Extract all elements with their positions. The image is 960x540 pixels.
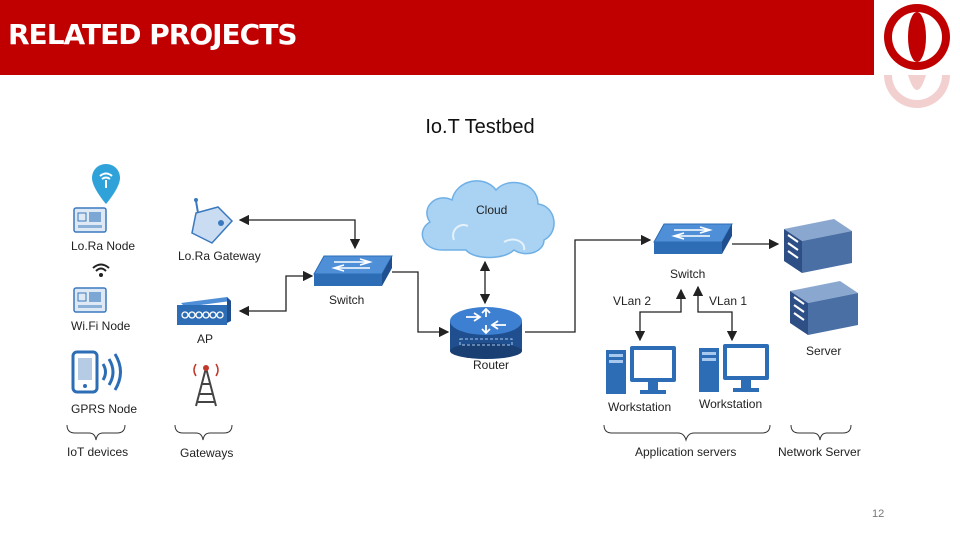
lora-gateway-label: Lo.Ra Gateway xyxy=(178,249,261,263)
link-router-switch xyxy=(525,234,652,333)
workstation-1-label: Workstation xyxy=(608,400,672,414)
workstation-icon xyxy=(699,344,769,392)
gprs-phone-icon xyxy=(71,350,122,394)
link-ap-switch xyxy=(238,270,314,317)
network-switch-icon xyxy=(313,255,393,286)
wifi-icon xyxy=(92,263,110,277)
diagram-title: Io.T Testbed xyxy=(425,116,535,138)
brace-iot-devices xyxy=(66,424,126,441)
vlan1-label: VLan 1 xyxy=(709,294,748,308)
wifi-node-board-icon xyxy=(73,287,107,313)
cloud-label: Cloud xyxy=(476,203,508,217)
page-title: RELATED PROJECTS xyxy=(8,18,297,51)
router-label: Router xyxy=(473,358,510,372)
cloud-icon xyxy=(421,180,555,259)
network-server-group-label: Network Server xyxy=(778,445,861,459)
lora-node-board-icon xyxy=(73,207,107,233)
server-rack-icon xyxy=(790,281,858,335)
link-vlan1 xyxy=(692,285,738,342)
iot-devices-group-label: IoT devices xyxy=(67,445,129,459)
ap-label: AP xyxy=(197,332,214,346)
server-label: Server xyxy=(806,344,842,358)
link-vlan2 xyxy=(634,288,687,342)
link-gateway-switch xyxy=(238,214,361,250)
server-rack-icon xyxy=(784,219,852,273)
gprs-node-label: GPRS Node xyxy=(71,402,138,416)
switch-left-label: Switch xyxy=(329,293,365,307)
cell-tower-icon xyxy=(193,363,219,407)
university-logo-icon xyxy=(884,4,950,70)
page-number: 12 xyxy=(872,508,885,520)
network-switch-right-icon xyxy=(653,223,733,254)
logo-reflection-icon xyxy=(884,75,950,108)
brace-network-server xyxy=(790,424,852,441)
access-point-icon xyxy=(177,297,231,325)
lora-node-label: Lo.Ra Node xyxy=(71,239,136,253)
switch-right-label: Switch xyxy=(670,267,706,281)
brace-application-servers xyxy=(603,424,771,442)
lora-gateway-icon xyxy=(191,198,234,244)
gateways-group-label: Gateways xyxy=(180,446,234,460)
wifi-node-label: Wi.Fi Node xyxy=(71,319,131,333)
header-bar: RELATED PROJECTS xyxy=(0,0,874,75)
brace-gateways xyxy=(174,424,233,441)
workstation-2-label: Workstation xyxy=(699,397,763,411)
application-servers-group-label: Application servers xyxy=(635,445,737,459)
workstation-icon xyxy=(606,346,676,394)
location-pin-icon xyxy=(92,164,120,204)
vlan2-label: VLan 2 xyxy=(613,294,652,308)
router-icon xyxy=(450,307,522,359)
link-switch-router xyxy=(392,271,450,338)
